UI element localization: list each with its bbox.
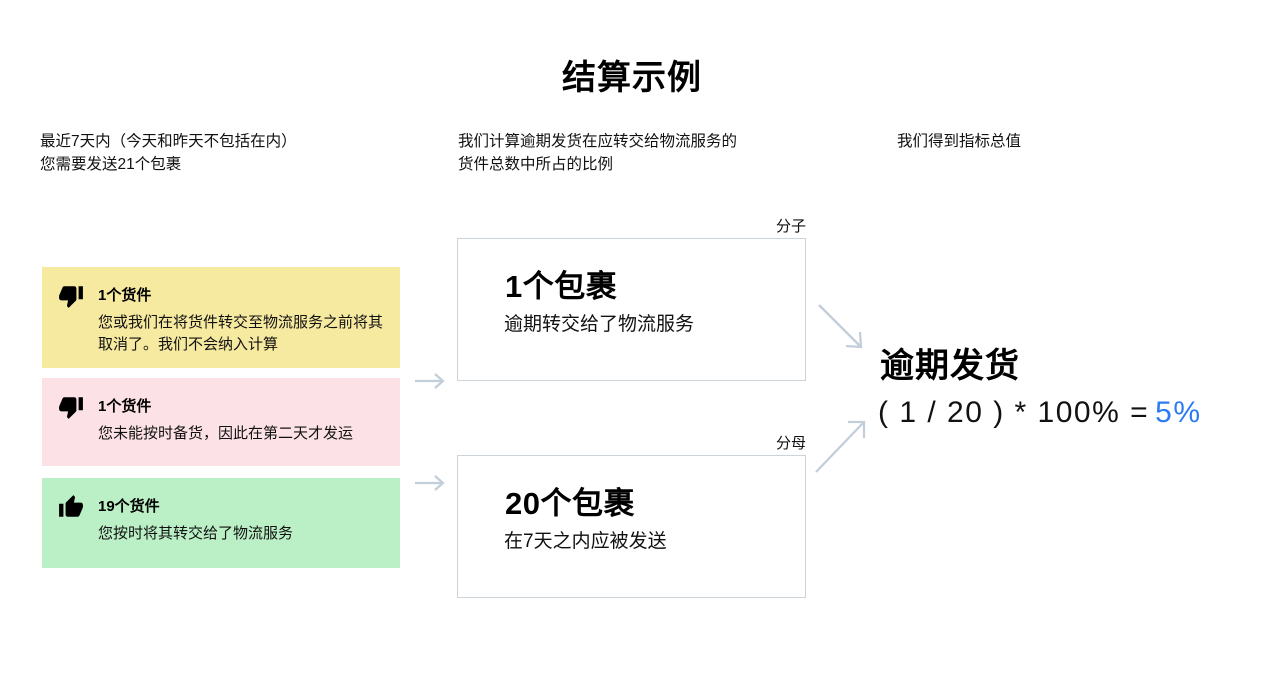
middle-header-line1: 我们计算逾期发货在应转交给物流服务的 — [458, 133, 738, 150]
middle-column-header: 我们计算逾期发货在应转交给物流服务的 货件总数中所占的比例 — [458, 130, 818, 176]
numerator-box: 1个包裹 逾期转交给了物流服务 — [457, 238, 806, 381]
numerator-subtitle: 逾期转交给了物流服务 — [504, 314, 695, 335]
result-formula: ( 1 / 20 ) * 100% =5% — [878, 396, 1202, 430]
thumbs-down-icon — [58, 282, 85, 353]
arrow-right-to-numerator-icon — [413, 371, 449, 391]
denominator-label: 分母 — [775, 435, 806, 452]
denominator-box: 20个包裹 在7天之内应被发送 — [457, 455, 806, 598]
right-column-header: 我们得到指标总值 — [897, 130, 1217, 153]
card-title: 1个货件 — [98, 398, 152, 415]
denominator-title: 20个包裹 — [505, 486, 635, 521]
numerator-label: 分子 — [775, 218, 806, 235]
arrow-numerator-to-result-icon — [816, 302, 868, 354]
card-title: 1个货件 — [98, 287, 152, 304]
card-on-time-shipments: 19个货件 您按时将其转交给了物流服务 — [42, 478, 400, 568]
formula-expression: ( 1 / 20 ) * 100% = — [878, 396, 1150, 429]
numerator-title: 1个包裹 — [505, 269, 618, 304]
middle-header-line2: 货件总数中所占的比例 — [458, 156, 614, 173]
left-column-header: 最近7天内（今天和昨天不包括在内） 您需要发送21个包裹 — [40, 130, 400, 176]
arrow-denominator-to-result-icon — [812, 412, 870, 476]
card-body: 您按时将其转交给了物流服务 — [98, 525, 294, 542]
thumbs-up-icon — [58, 493, 85, 553]
card-cancelled-shipment: 1个货件 您或我们在将货件转交至物流服务之前将其取消了。我们不会纳入计算 — [42, 267, 400, 368]
result-title: 逾期发货 — [880, 347, 1020, 385]
right-header-line1: 我们得到指标总值 — [897, 133, 1022, 150]
arrow-right-to-denominator-icon — [413, 473, 449, 493]
denominator-subtitle: 在7天之内应被发送 — [504, 531, 667, 552]
card-body: 您未能按时备货，因此在第二天才发运 — [98, 425, 354, 442]
thumbs-down-icon — [58, 393, 85, 451]
left-header-line1: 最近7天内（今天和昨天不包括在内） — [40, 133, 297, 150]
card-body: 您或我们在将货件转交至物流服务之前将其取消了。我们不会纳入计算 — [98, 314, 384, 353]
formula-result-value: 5% — [1155, 396, 1202, 429]
card-late-preparation: 1个货件 您未能按时备货，因此在第二天才发运 — [42, 378, 400, 466]
page-title: 结算示例 — [562, 59, 702, 97]
left-header-line2: 您需要发送21个包裹 — [40, 156, 182, 173]
card-title: 19个货件 — [98, 498, 160, 515]
